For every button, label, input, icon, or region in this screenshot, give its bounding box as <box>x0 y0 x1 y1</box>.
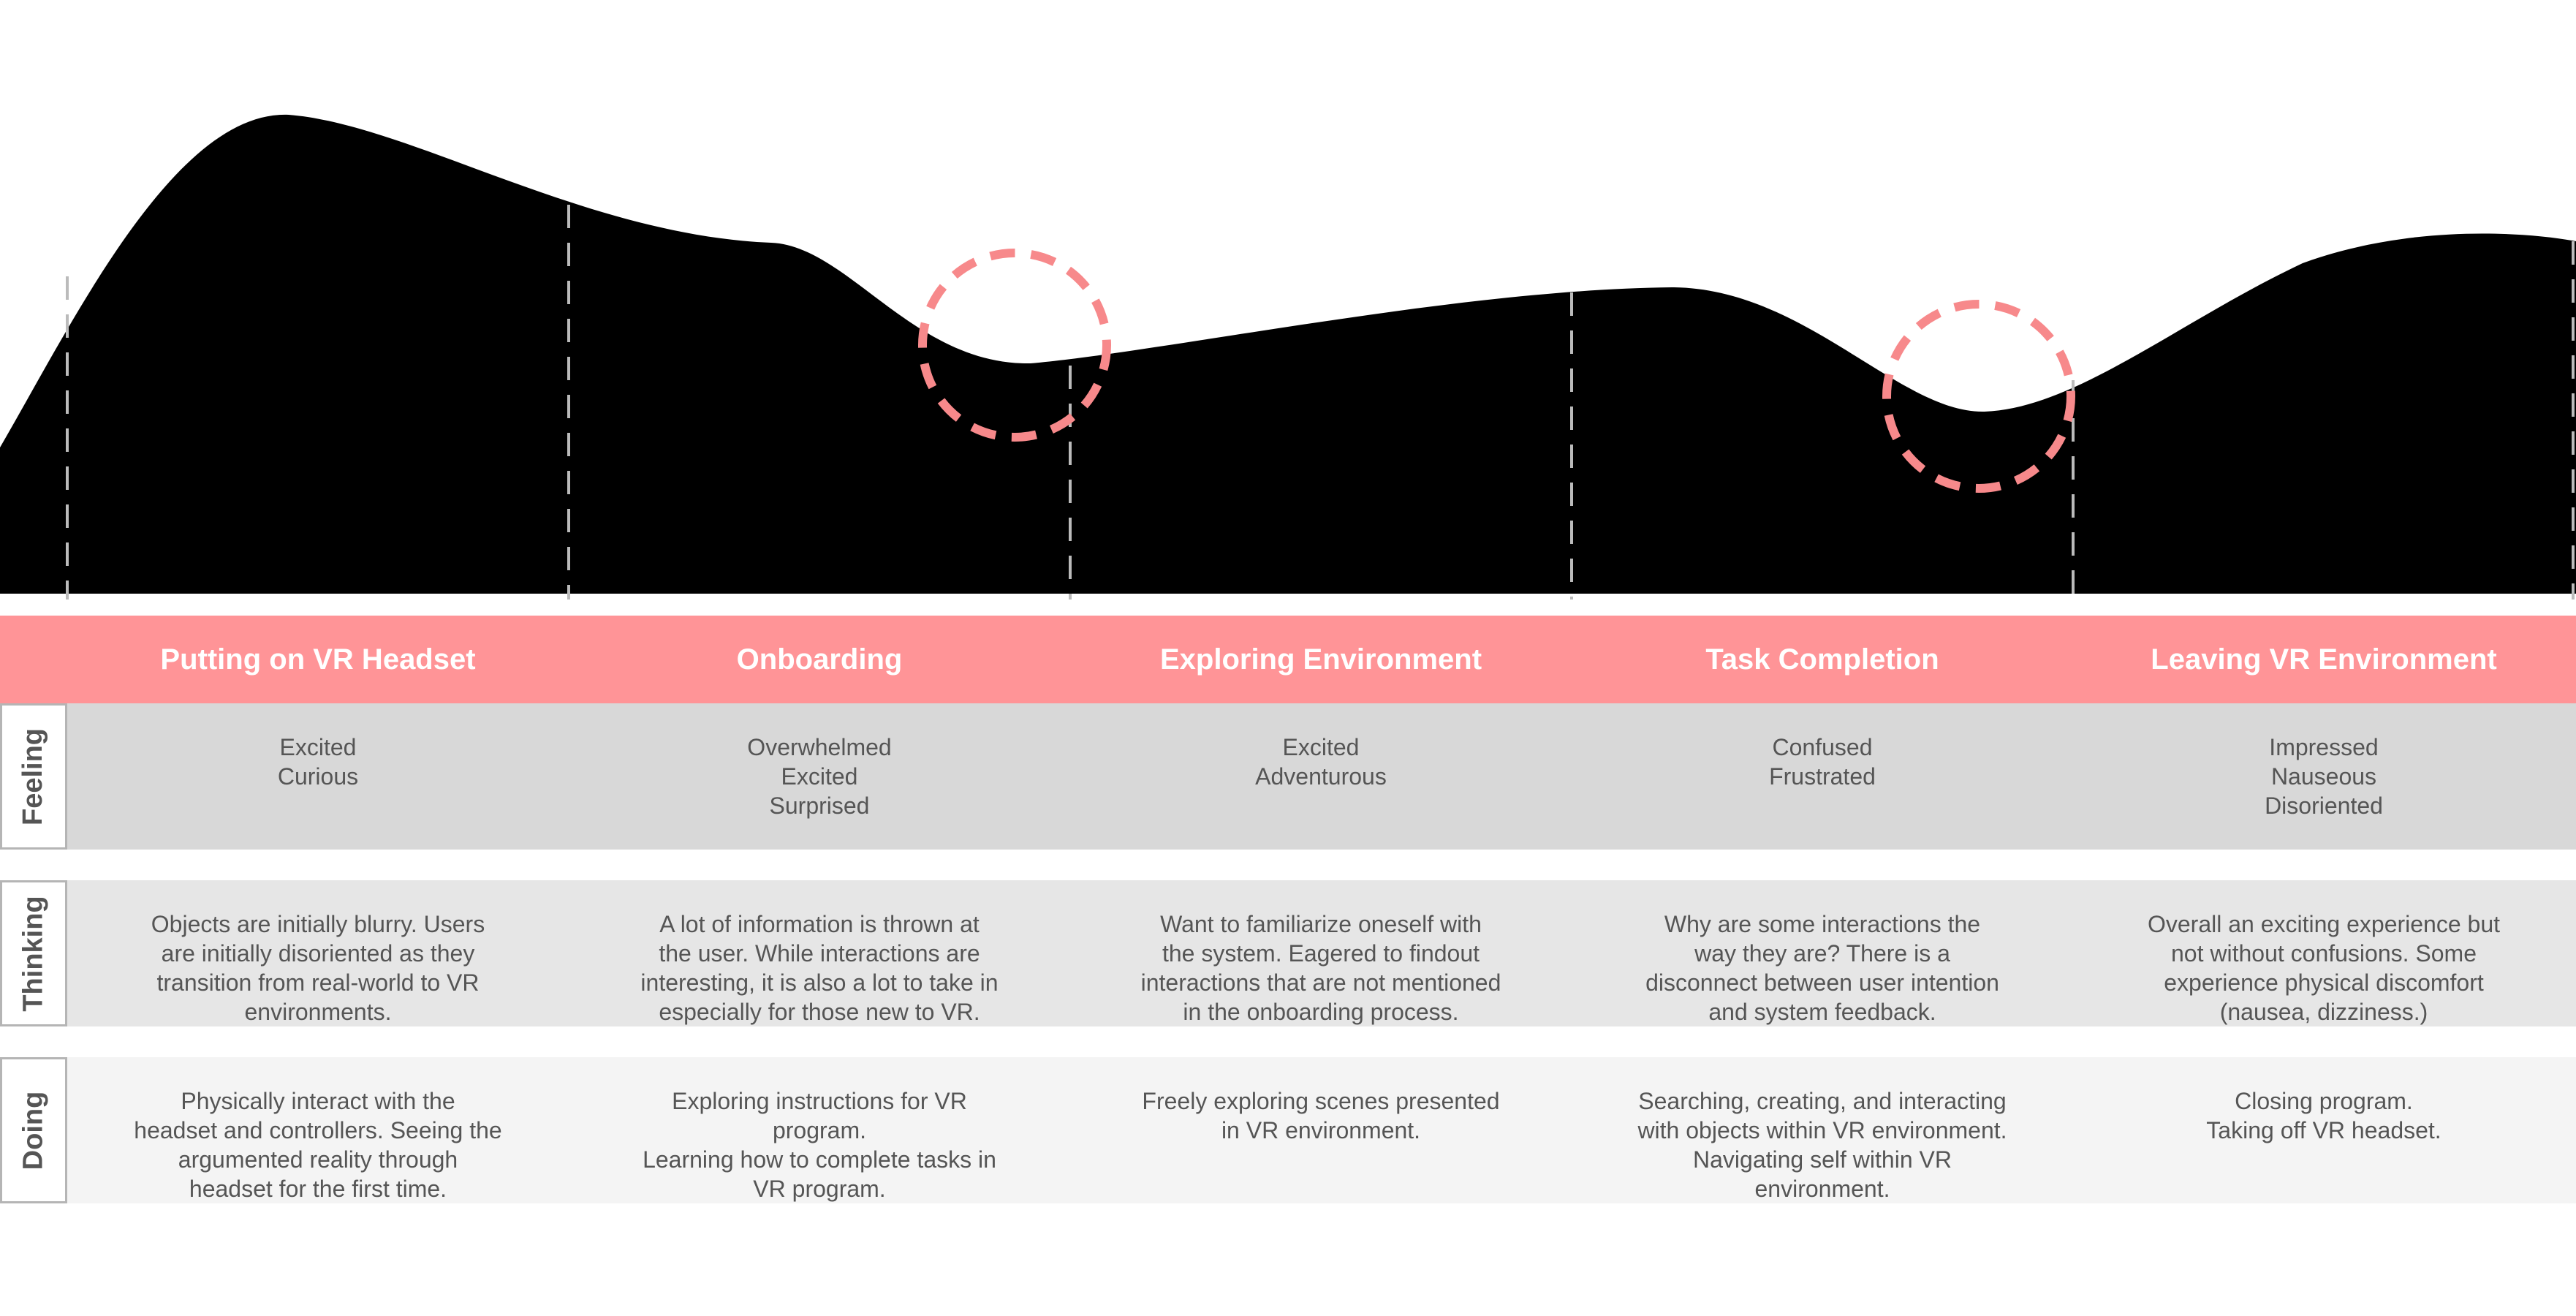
feeling-cell: Excited Curious <box>277 734 359 790</box>
doing-row: Doing Physically interact with the heads… <box>0 1057 2576 1203</box>
stage-title: Onboarding <box>736 643 903 676</box>
doing-cell: Freely exploring scenes presented in VR … <box>1142 1088 1500 1143</box>
doing-cell: Physically interact with the headset and… <box>134 1088 502 1202</box>
feeling-cell: Overwhelmed Excited Surprised <box>747 734 892 819</box>
stage-title: Exploring Environment <box>1159 643 1482 676</box>
doing-label-text: Doing <box>18 1091 49 1170</box>
thinking-cell: Want to familiarize oneself with the sys… <box>1140 911 1501 1025</box>
stage-header-row: Putting on VR Headset Onboarding Explori… <box>0 616 2576 703</box>
stage-title: Putting on VR Headset <box>160 643 476 676</box>
thinking-row-label: Thinking <box>0 880 67 1026</box>
thinking-row: Thinking Objects are initially blurry. U… <box>0 880 2576 1026</box>
thinking-cell: Why are some interactions the way they a… <box>1645 911 1999 1025</box>
feeling-cell: Confused Frustrated <box>1769 734 1876 790</box>
stage-dividers <box>66 205 2575 600</box>
feeling-row: Feeling Excited Curious Overwhelmed Exci… <box>0 703 2576 850</box>
doing-cell: Closing program. Taking off VR headset. <box>2206 1088 2441 1143</box>
journey-curve-diagram <box>0 114 2576 600</box>
pain-point-marker <box>1882 300 2075 493</box>
thinking-cell: A lot of information is thrown at the us… <box>640 911 999 1025</box>
feeling-cell: Excited Adventurous <box>1255 734 1387 790</box>
doing-row-label: Doing <box>0 1057 67 1203</box>
doing-cell: Searching, creating, and interacting wit… <box>1637 1088 2007 1202</box>
thinking-label-text: Thinking <box>18 895 49 1012</box>
feeling-row-label: Feeling <box>0 703 67 850</box>
stage-title: Task Completion <box>1705 643 1939 676</box>
experience-curve <box>0 114 2576 594</box>
doing-cell: Exploring instructions for VR program. L… <box>643 1088 996 1202</box>
feeling-label-text: Feeling <box>18 727 49 825</box>
thinking-cell: Overall an exciting experience but not w… <box>2147 911 2501 1025</box>
pain-point-marker <box>918 249 1111 442</box>
feeling-cell: Impressed Nauseous Disoriented <box>2265 734 2383 819</box>
stage-title: Leaving VR Environment <box>2151 643 2497 676</box>
thinking-cell: Objects are initially blurry. Users are … <box>151 911 485 1025</box>
